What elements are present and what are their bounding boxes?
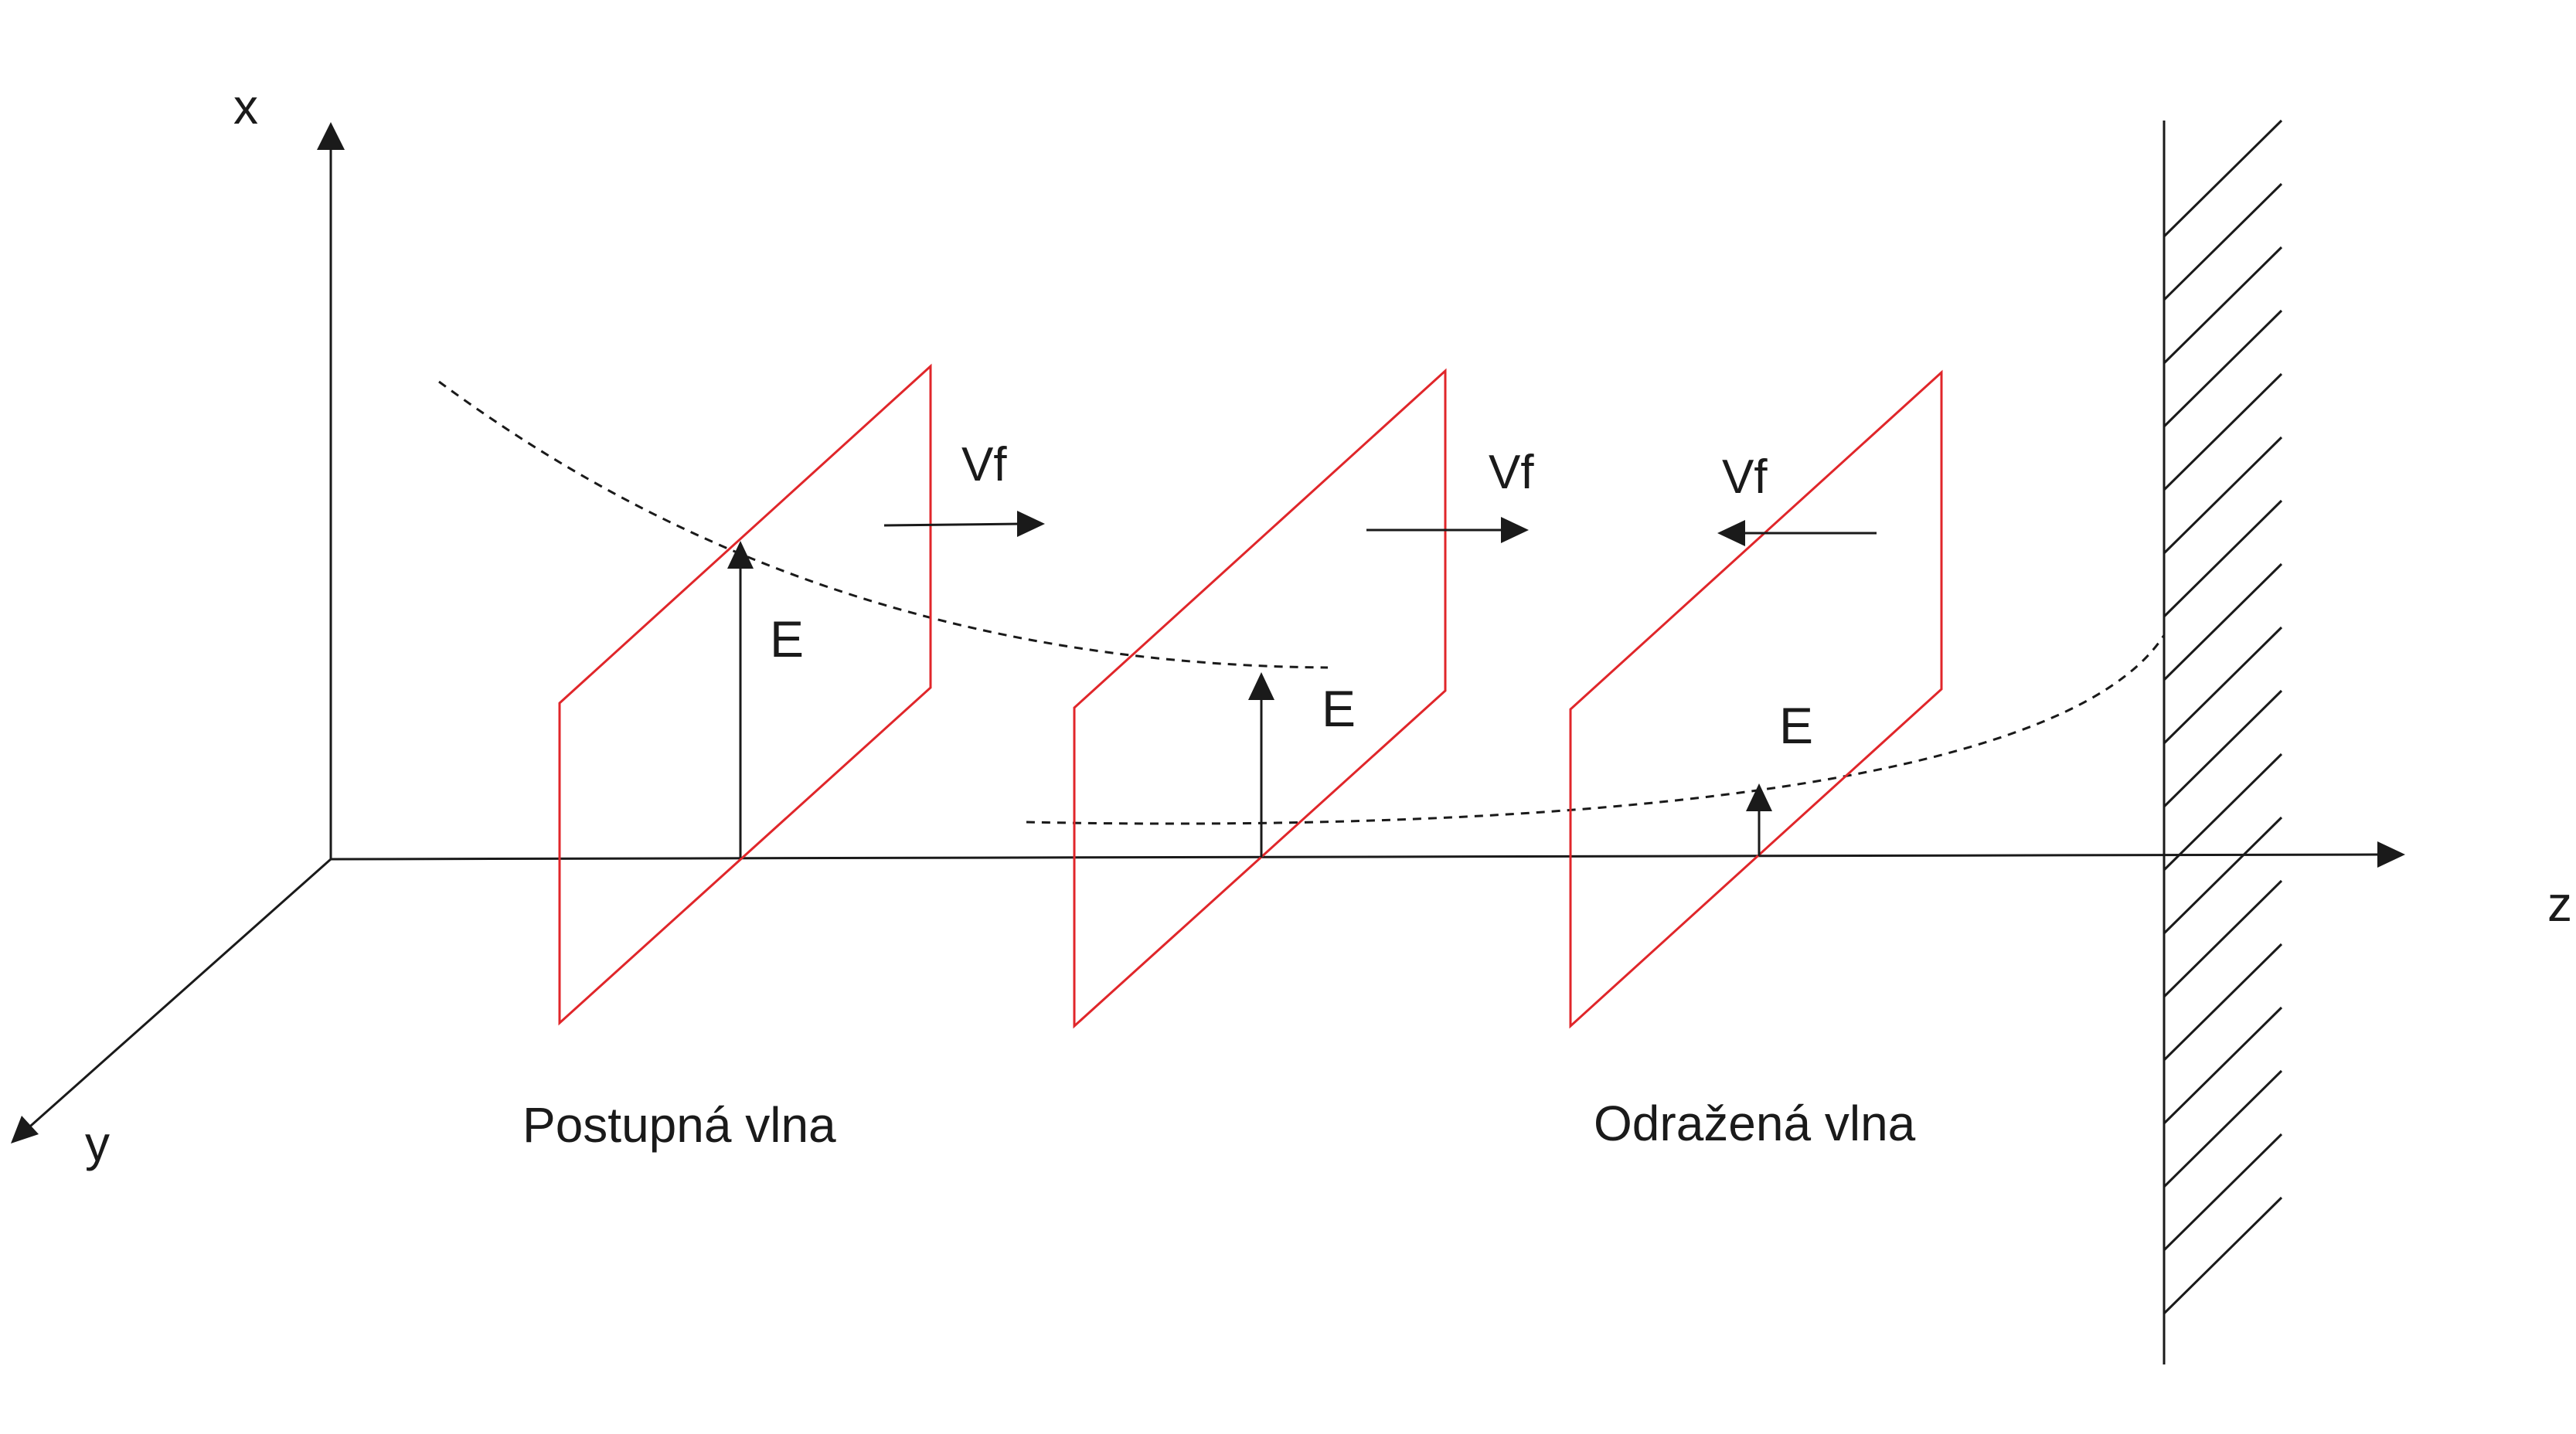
wall-hatch-line-17 [2163,1196,2283,1315]
coordinate-axes: x y z [11,79,2572,1171]
wall-hatch-line-1 [2163,182,2283,301]
wavefront-plane-3: E Vf [1569,369,1943,1029]
incident-wave-envelope [438,380,1329,669]
wall-hatch-line-9 [2163,689,2283,808]
wall-hatching [2163,119,2283,1315]
wall-hatch-line-3 [2163,309,2283,428]
z-axis [330,853,2381,861]
z-axis-label: z [2547,876,2572,932]
y-axis [24,858,332,1133]
x-axis-label: x [233,79,258,134]
wall-hatch-line-7 [2163,562,2283,681]
velocity-vector-1 [883,522,1023,527]
wall-hatch-line-5 [2163,436,2283,555]
wall-hatch-line-16 [2163,1133,2283,1252]
wall-hatch-line-14 [2163,1006,2283,1125]
velocity-label-2: Vf [1489,446,1534,499]
field-label-2: E [1322,680,1356,737]
x-axis-arrowhead [317,122,345,150]
y-axis-arrowhead [11,1116,39,1143]
field-label-3: E [1779,697,1813,754]
y-axis-label: y [85,1116,110,1171]
velocity-vector-3-arrowhead [1717,520,1745,546]
field-vector-1-arrowhead [727,541,754,569]
reflecting-wall [2163,119,2283,1364]
field-vector-2-arrowhead [1248,672,1274,700]
field-vector-3-arrowhead [1746,783,1772,811]
velocity-vector-1-arrowhead [1017,511,1045,537]
reflected-wave-envelope [1026,634,2166,825]
reflected-wave-caption: Odražená vlna [1594,1096,1916,1151]
wall-hatch-line-6 [2163,499,2283,618]
wall-hatch-line-4 [2163,372,2283,491]
wavefront-plane-3-outline [1569,369,1943,1029]
wavefront-plane-2: E Vf [1073,368,1534,1029]
velocity-label-3: Vf [1722,450,1768,504]
velocity-label-1: Vf [961,438,1007,491]
velocity-vector-2-arrowhead [1501,517,1529,543]
z-axis-arrowhead [2377,841,2405,868]
wavefront-plane-2-outline [1073,368,1447,1029]
wall-hatch-line-13 [2163,943,2283,1062]
wavefront-plane-1-outline [558,363,932,1026]
wall-hatch-line-11 [2163,816,2283,935]
field-label-1: E [770,610,804,668]
wall-hatch-line-12 [2163,879,2283,998]
wall-hatch-line-0 [2163,119,2283,238]
wall-hatch-line-15 [2163,1069,2283,1188]
incident-wave-caption: Postupná vlna [522,1097,836,1153]
wall-hatch-line-10 [2163,753,2283,872]
wall-hatch-line-8 [2163,626,2283,745]
wavefront-plane-1: E Vf [558,363,1045,1026]
wall-hatch-line-2 [2163,246,2283,365]
